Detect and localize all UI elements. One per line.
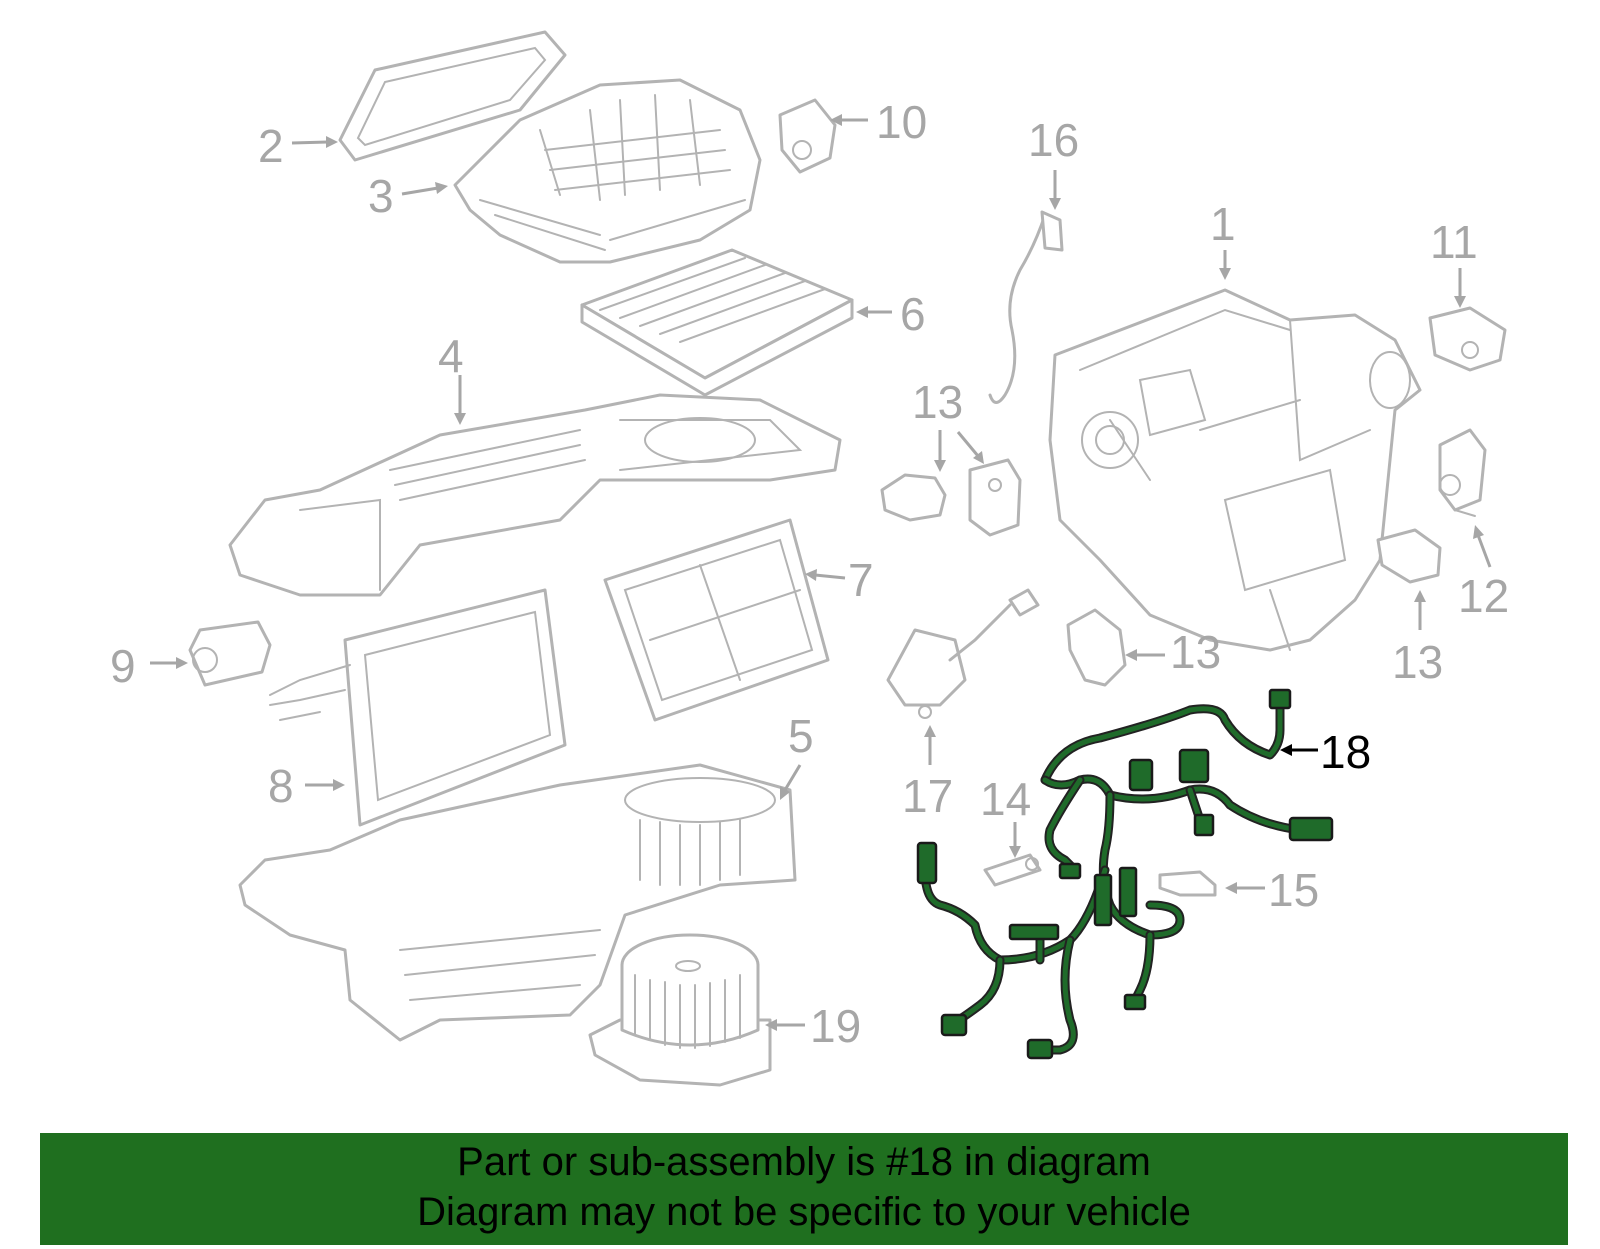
callout-13-b: 13 bbox=[1170, 626, 1221, 678]
info-banner: Part or sub-assembly is #18 in diagram D… bbox=[40, 1133, 1568, 1245]
banner-line-disclaimer: Diagram may not be specific to your vehi… bbox=[417, 1190, 1191, 1234]
part-18-wire-harness[interactable] bbox=[916, 688, 1334, 1060]
part-4-lower-case bbox=[228, 393, 842, 597]
part-6-cabin-filter bbox=[580, 248, 854, 397]
callout-2: 2 bbox=[258, 120, 284, 172]
callout-13-c: 13 bbox=[1392, 636, 1443, 688]
callout-5: 5 bbox=[788, 710, 814, 762]
part-8-evaporator bbox=[269, 588, 567, 827]
part-10-sensor bbox=[778, 98, 837, 174]
part-13-actuator-b bbox=[968, 458, 1022, 537]
part-1-hvac-module bbox=[1048, 288, 1422, 652]
callout-15: 15 bbox=[1268, 864, 1319, 916]
part-3-upper-case bbox=[453, 78, 762, 264]
part-15-bracket bbox=[1158, 870, 1217, 897]
part-2-seal bbox=[338, 30, 567, 162]
callout-16: 16 bbox=[1028, 114, 1079, 166]
callout-labels: 1 2 3 4 5 6 7 8 9 10 11 12 13 13 13 14 1… bbox=[110, 96, 1509, 1052]
part-17-actuator-bracket bbox=[886, 588, 1040, 719]
callout-8: 8 bbox=[268, 760, 294, 812]
part-9-actuator bbox=[188, 620, 272, 687]
callout-12: 12 bbox=[1458, 570, 1509, 622]
callout-6: 6 bbox=[900, 288, 926, 340]
callout-11: 11 bbox=[1430, 216, 1478, 268]
callout-17: 17 bbox=[902, 770, 953, 822]
part-12-actuator bbox=[1438, 428, 1487, 517]
part-14-lever bbox=[983, 853, 1042, 887]
callout-9: 9 bbox=[110, 640, 136, 692]
part-11-actuator bbox=[1428, 306, 1507, 372]
callout-7: 7 bbox=[848, 554, 874, 606]
part-13-actuator-d bbox=[1376, 528, 1442, 584]
callout-3: 3 bbox=[368, 170, 394, 222]
part-16-sensor-wire bbox=[988, 210, 1064, 404]
callout-13-a: 13 bbox=[912, 376, 963, 428]
callout-arrows bbox=[150, 114, 1492, 1031]
callout-10: 10 bbox=[876, 96, 927, 148]
part-13-actuator-a bbox=[880, 473, 947, 522]
callout-18: 18 bbox=[1320, 726, 1371, 778]
banner-line-part: Part or sub-assembly is #18 in diagram bbox=[457, 1140, 1151, 1184]
callout-14: 14 bbox=[980, 773, 1031, 825]
callout-19: 19 bbox=[810, 1000, 861, 1052]
part-13-actuator-c bbox=[1066, 608, 1127, 687]
part-7-heater-core bbox=[603, 518, 830, 722]
part-5-blower-case bbox=[238, 763, 797, 1042]
callout-1: 1 bbox=[1210, 198, 1236, 250]
part-19-blower-motor bbox=[588, 933, 772, 1087]
callout-4: 4 bbox=[438, 330, 464, 382]
